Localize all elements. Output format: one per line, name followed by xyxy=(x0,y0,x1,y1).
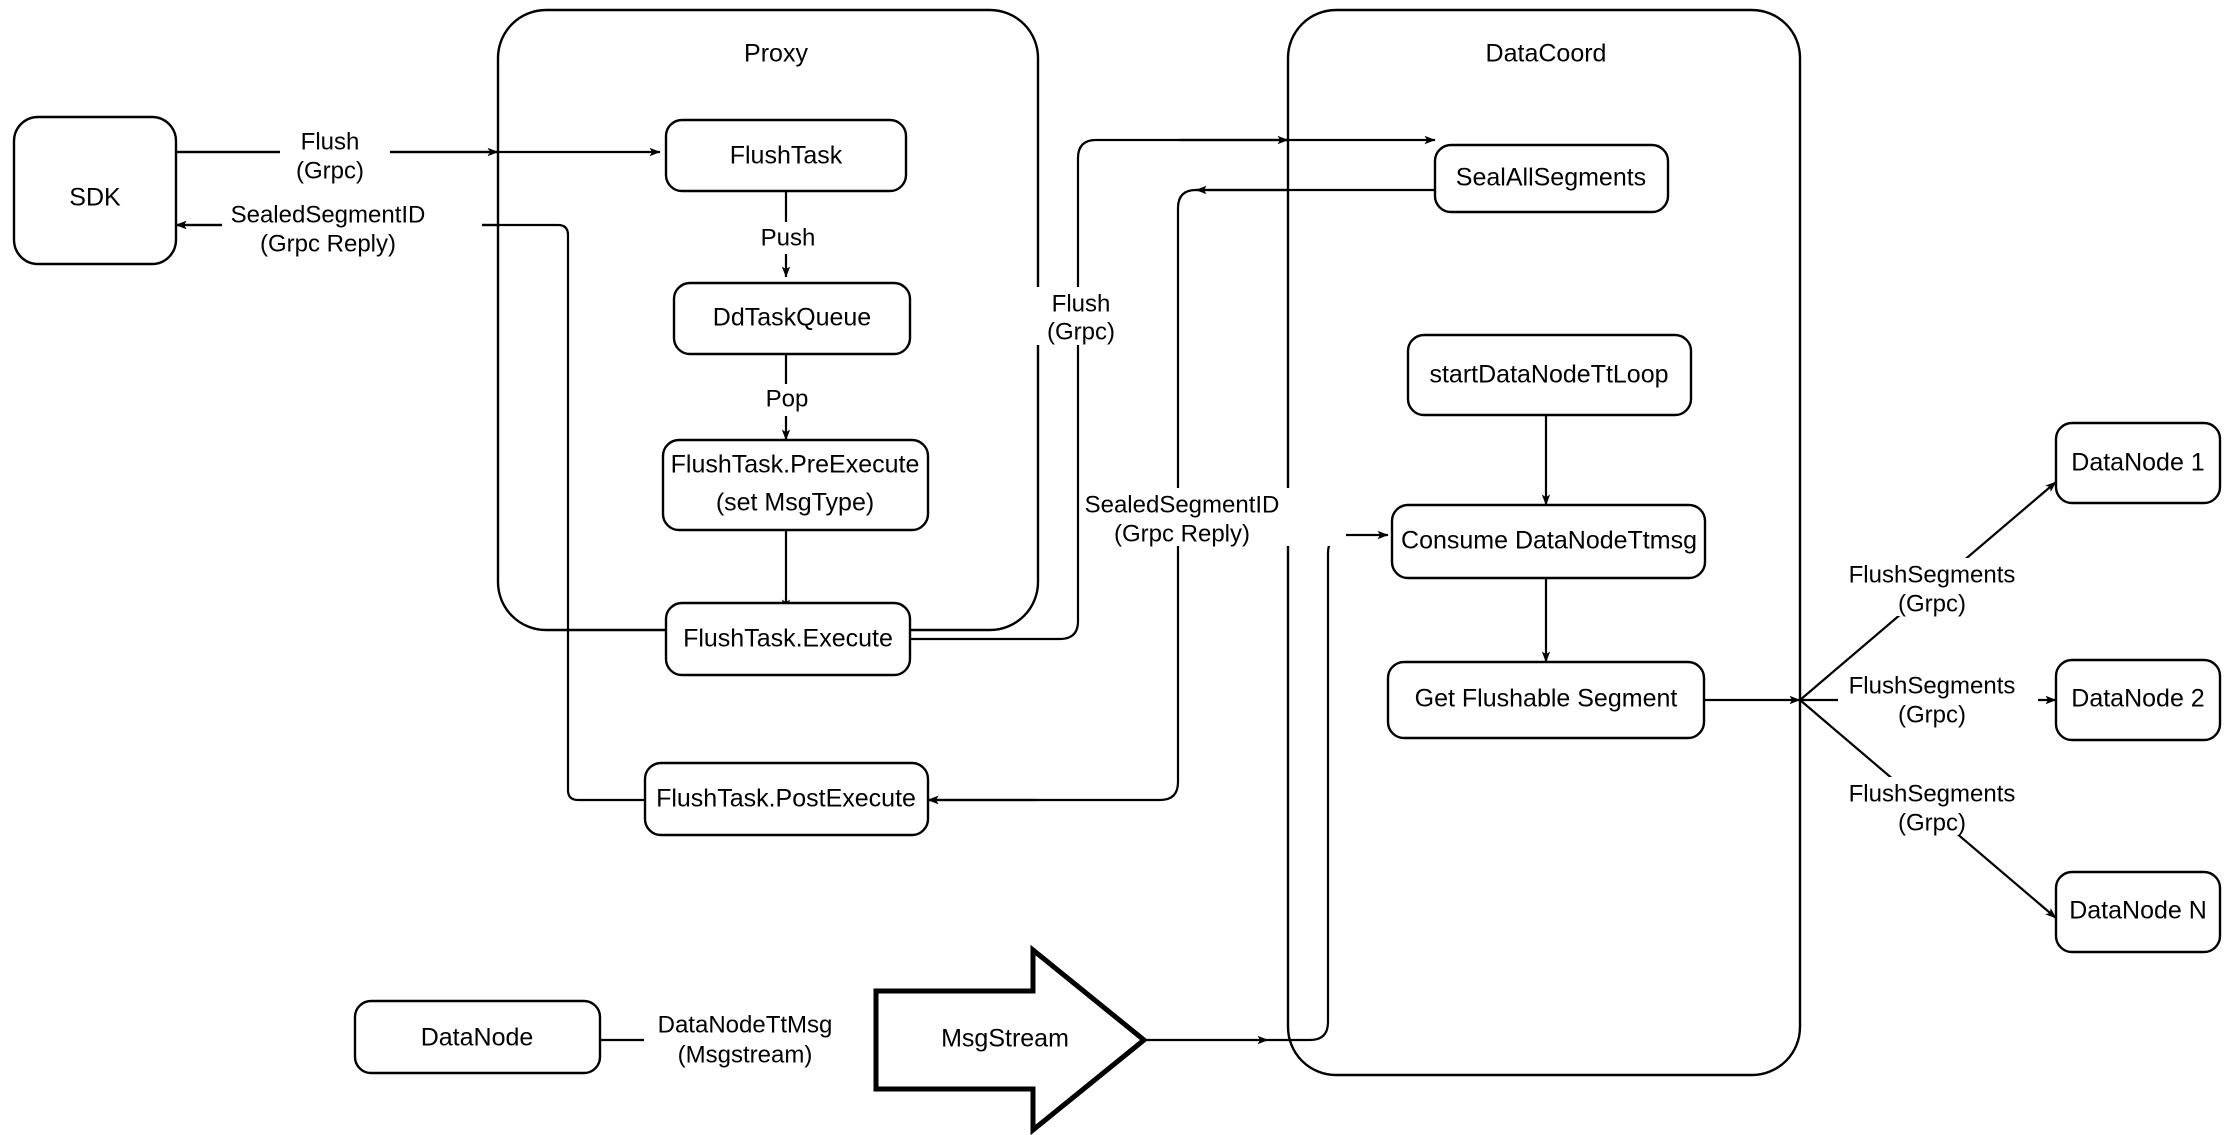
node-sdk[interactable]: SDK xyxy=(12,115,178,266)
datanode2-label: DataNode 2 xyxy=(2071,685,2204,713)
flush-coord-label-line2: (Grpc) xyxy=(1047,318,1115,345)
datacoord-group-label: DataCoord xyxy=(1486,40,1607,68)
edge-label-flushsegments-2: FlushSegments (Grpc) xyxy=(1838,669,2038,728)
datanoden-label: DataNode N xyxy=(2069,897,2207,925)
getflushablesegment-label: Get Flushable Segment xyxy=(1415,685,1678,713)
datanode2-box[interactable] xyxy=(2054,658,2222,742)
flushsegments1-label-line1: FlushSegments xyxy=(1849,561,2016,588)
edge-label-sealedsegmentid-reply-coord: SealedSegmentID (Grpc Reply) xyxy=(1085,488,1346,547)
node-start-datanode-ttloop[interactable]: startDataNodeTtLoop xyxy=(1406,333,1693,417)
flushsegments2-label-line1: FlushSegments xyxy=(1849,672,2016,699)
edge-msgstream-to-consume xyxy=(1144,530,1389,1045)
node-datanode-2[interactable]: DataNode 2 xyxy=(2054,658,2222,742)
node-msgstream[interactable]: MsgStream xyxy=(873,944,1148,1135)
execute-label: FlushTask.Execute xyxy=(683,625,893,653)
flushtask-label: FlushTask xyxy=(730,142,843,170)
node-flushtask-postexecute[interactable]: FlushTask.PostExecute xyxy=(643,761,930,837)
sdk-label: SDK xyxy=(69,184,121,212)
node-get-flushable-segment[interactable]: Get Flushable Segment xyxy=(1386,660,1706,740)
edge-label-flush-grpc: Flush (Grpc) xyxy=(280,126,390,184)
node-datanode-source[interactable]: DataNode xyxy=(353,999,602,1075)
flushsegmentsn-label-line2: (Grpc) xyxy=(1898,809,1966,836)
edge-postexecute-to-sdk xyxy=(175,220,645,802)
datanode1-label: DataNode 1 xyxy=(2071,449,2204,477)
consumedatanodettmsg-box[interactable] xyxy=(1390,503,1707,580)
ddtaskqueue-box[interactable] xyxy=(672,281,912,356)
node-flushtask-preexecute[interactable]: FlushTask.PreExecute (set MsgType) xyxy=(661,438,930,532)
node-ddtaskqueue[interactable]: DdTaskQueue xyxy=(672,281,912,356)
push-label: Push xyxy=(761,224,816,251)
datanoden-box[interactable] xyxy=(2054,870,2222,954)
datanodettmsg-label-line2: (Msgstream) xyxy=(678,1041,813,1068)
consumedatanodettmsg-label: Consume DataNodeTtmsg xyxy=(1401,527,1697,555)
edge-label-flush-grpc-coord: Flush (Grpc) xyxy=(1030,287,1138,345)
flushsegmentsn-label-line1: FlushSegments xyxy=(1849,780,2016,807)
node-datanode-n[interactable]: DataNode N xyxy=(2054,870,2222,954)
edge-label-pop: Pop xyxy=(756,384,818,416)
datanode1-box[interactable] xyxy=(2054,421,2222,505)
edge-label-push: Push xyxy=(752,222,824,254)
node-consume-datanodettmsg[interactable]: Consume DataNodeTtmsg xyxy=(1390,503,1707,580)
getflushablesegment-box[interactable] xyxy=(1386,660,1706,740)
datanode-source-label: DataNode xyxy=(421,1024,534,1052)
flush-coord-label-line1: Flush xyxy=(1052,290,1111,317)
flushsegments2-label-line2: (Grpc) xyxy=(1898,701,1966,728)
msgstream-arrow-shape[interactable] xyxy=(873,944,1148,1135)
preexecute-label-line2: (set MsgType) xyxy=(716,489,874,517)
sealallsegments-label: SealAllSegments xyxy=(1456,164,1646,192)
node-flushtask[interactable]: FlushTask xyxy=(664,118,908,193)
sealallsegments-box[interactable] xyxy=(1433,143,1670,214)
node-flushtask-execute[interactable]: FlushTask.Execute xyxy=(664,601,912,677)
flush-label-line2: (Grpc) xyxy=(296,157,364,184)
pop-label: Pop xyxy=(766,385,809,412)
msgstream-label: MsgStream xyxy=(941,1025,1069,1053)
startdatanodettloop-box[interactable] xyxy=(1406,333,1693,417)
startdatanodettloop-label: startDataNodeTtLoop xyxy=(1429,361,1668,389)
flushtask-box[interactable] xyxy=(664,118,908,193)
postexecute-box[interactable] xyxy=(643,761,930,837)
proxy-group-label: Proxy xyxy=(744,40,808,68)
edge-label-sealedsegmentid-reply-sdk: SealedSegmentID (Grpc Reply) xyxy=(222,199,482,257)
ddtaskqueue-label: DdTaskQueue xyxy=(713,304,871,332)
execute-box[interactable] xyxy=(664,601,912,677)
sealedsegmentid-coord-label-line1: SealedSegmentID xyxy=(1085,491,1280,518)
datanode-source-box[interactable] xyxy=(353,999,602,1075)
node-datanode-1[interactable]: DataNode 1 xyxy=(2054,421,2222,505)
flush-label-line1: Flush xyxy=(301,128,360,155)
edge-execute-to-sealallsegments xyxy=(910,135,1436,641)
edge-label-flushsegments-n: FlushSegments (Grpc) xyxy=(1838,777,2038,836)
flushsegments1-label-line2: (Grpc) xyxy=(1898,590,1966,617)
preexecute-box[interactable] xyxy=(661,438,930,532)
postexecute-label: FlushTask.PostExecute xyxy=(656,785,916,813)
edge-label-datanodettmsg: DataNodeTtMsg (Msgstream) xyxy=(644,1009,872,1068)
node-sealallsegments[interactable]: SealAllSegments xyxy=(1433,143,1670,214)
sealedsegmentid-sdk-label-line1: SealedSegmentID xyxy=(231,201,426,228)
edge-label-flushsegments-1: FlushSegments (Grpc) xyxy=(1838,558,2038,617)
preexecute-label-line1: FlushTask.PreExecute xyxy=(671,451,920,479)
datanodettmsg-label-line1: DataNodeTtMsg xyxy=(658,1011,833,1038)
sdk-box[interactable] xyxy=(12,115,178,266)
sealedsegmentid-sdk-label-line2: (Grpc Reply) xyxy=(260,230,396,257)
sealedsegmentid-coord-label-line2: (Grpc Reply) xyxy=(1114,520,1250,547)
